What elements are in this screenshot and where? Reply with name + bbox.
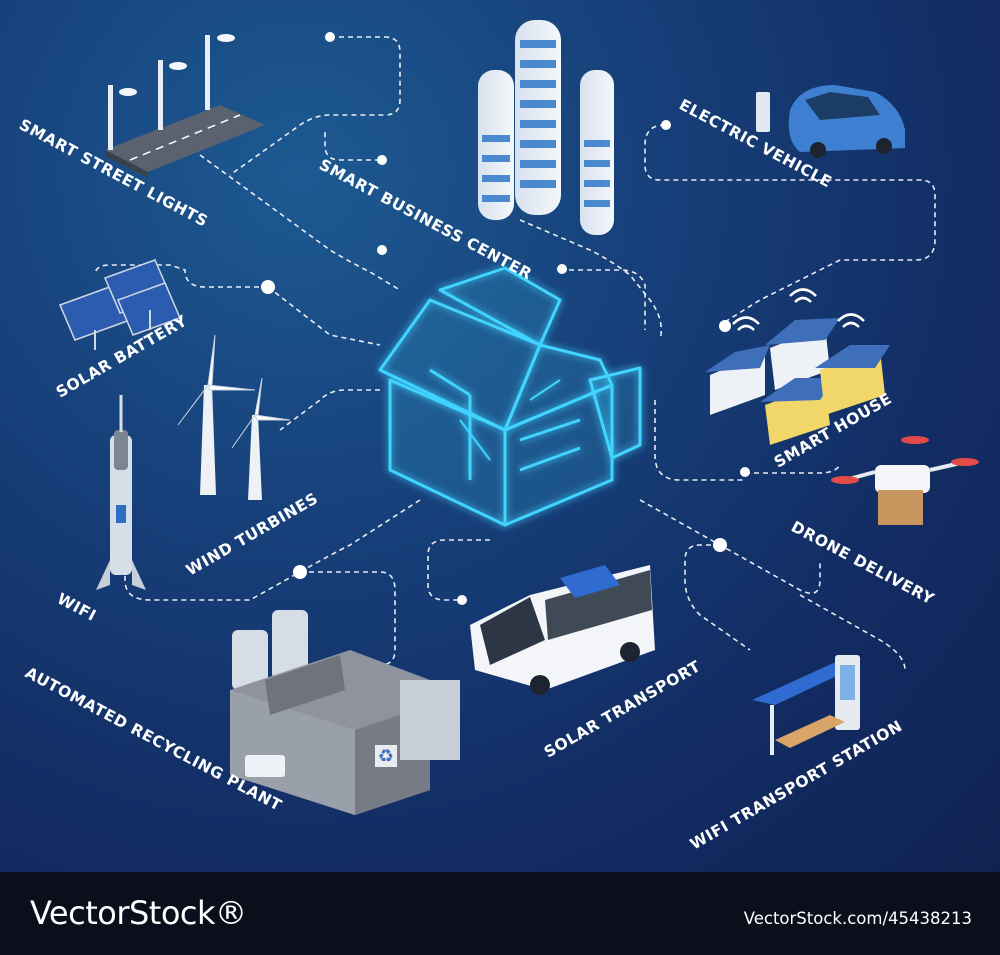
connector-station-right (799, 594, 906, 671)
watermark-bar: VectorStock® VectorStock.com/45438213 (0, 872, 1000, 955)
connector-business-center (519, 219, 663, 341)
wifi-tower-illustration (96, 395, 146, 590)
label-wifi: WIFI (54, 590, 99, 625)
connector-solar-battery-hub (267, 286, 381, 346)
recycle-icon: ♻ (378, 746, 394, 767)
connector-hub-dot (293, 565, 307, 579)
connector-hub-dot (713, 538, 727, 552)
diagram-canvas: ♻ SMART STREET LIGHTS SMART BUSINESS CEN… (16, 20, 979, 853)
connector-wind-turbines (279, 389, 380, 431)
connector-dot (377, 155, 387, 165)
connector-transport-station (684, 544, 751, 651)
watermark-image-id: VectorStock.com/45438213 (743, 909, 972, 928)
business-center-illustration (478, 20, 614, 235)
street-lights-illustration (105, 34, 265, 178)
connector-drone-short (745, 464, 841, 474)
smart-house-illustration (705, 288, 890, 445)
connector-dot (719, 320, 731, 332)
connector-dot (325, 32, 335, 42)
connector-smart-house (654, 400, 745, 481)
connector-dots (261, 32, 750, 605)
connector-drone-delivery (639, 499, 821, 595)
electric-vehicle-illustration (756, 85, 905, 158)
connector-dot (557, 264, 567, 274)
connector-street-lights-hub (199, 154, 401, 291)
transport-station-illustration (752, 655, 860, 755)
wind-turbines-illustration (177, 334, 291, 500)
drone-delivery-illustration (831, 436, 979, 525)
connector-solar-transport (427, 539, 490, 601)
recycling-plant-illustration: ♻ (230, 610, 460, 815)
connector-dot (377, 245, 387, 255)
solar-battery-illustration (58, 259, 182, 350)
connector-solar-battery (94, 264, 268, 288)
solar-transport-illustration (470, 565, 655, 695)
connector-dot (661, 120, 671, 130)
label-drone-delivery: DRONE DELIVERY (788, 518, 937, 609)
connector-dot (740, 467, 750, 477)
connector-street-lights (229, 36, 401, 176)
hologram-house-illustration (378, 266, 642, 527)
infographic-artwork: ♻ SMART STREET LIGHTS SMART BUSINESS CEN… (0, 0, 1000, 872)
connector-business-right (560, 269, 646, 330)
connector-hub-dot (261, 280, 275, 294)
connector-dot (457, 595, 467, 605)
connector-lines (94, 36, 936, 671)
connector-business-left (324, 130, 380, 161)
connector-wifi (124, 499, 421, 601)
watermark-brand: VectorStock® (30, 894, 247, 932)
connector-electric-vehicle (644, 124, 936, 326)
